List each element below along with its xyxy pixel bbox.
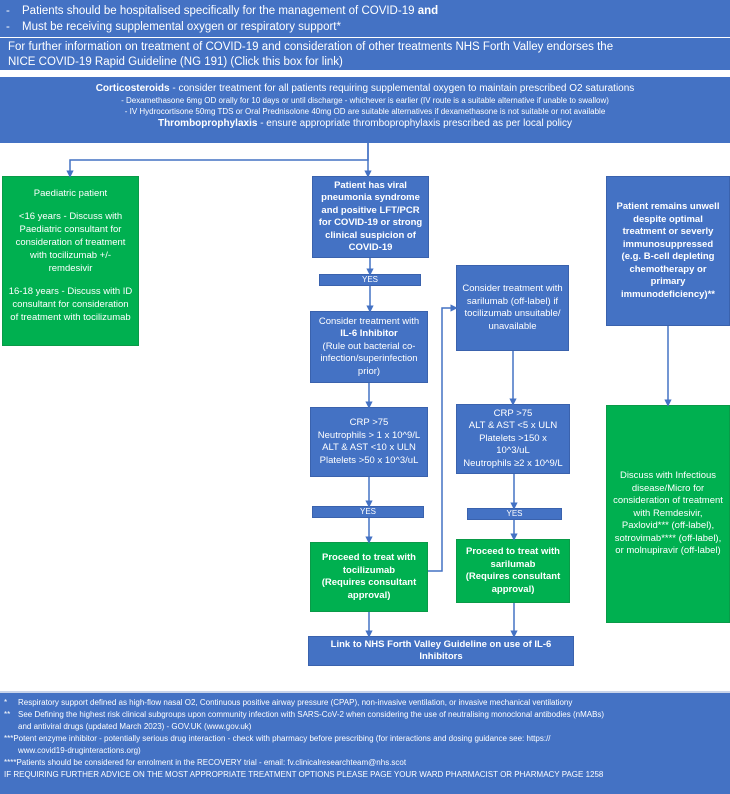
criteria-item: -Patients should be hospitalised specifi… bbox=[6, 3, 730, 19]
tocilizumab-treat-box: Proceed to treat with tocilizumab (Requi… bbox=[310, 542, 428, 612]
footnote-mark: ** bbox=[4, 710, 11, 719]
footnote-text: Patients should be considered for enrolm… bbox=[16, 758, 407, 767]
corticosteroids-heading: Corticosteroids bbox=[95, 83, 170, 94]
footnote-mark: **** bbox=[4, 758, 17, 767]
il6-guideline-link[interactable]: Link to NHS Forth Valley Guideline on us… bbox=[308, 636, 574, 666]
nice-guideline-link[interactable]: For further information on treatment of … bbox=[0, 38, 730, 70]
yes-label: YES bbox=[312, 506, 424, 518]
footnotes: * Respiratory support defined as high-fl… bbox=[0, 691, 730, 794]
footnote: ** See Defining the highest risk clinica… bbox=[4, 709, 726, 721]
bullet: - bbox=[6, 5, 10, 17]
il6-guideline-link-text: Link to NHS Forth Valley Guideline on us… bbox=[330, 638, 552, 663]
remains-unwell-text: Patient remains unwell despite optimal t… bbox=[616, 201, 720, 300]
criteria-text: Patients should be hospitalised specific… bbox=[22, 5, 415, 17]
sarilumab-criteria-box: CRP >75 ALT & AST <5 x ULN Platelets >15… bbox=[456, 404, 570, 474]
footnote: *** Potent enzyme inhibitor - potentiall… bbox=[4, 733, 726, 745]
sarilumab-line-2: (Requires consultant approval) bbox=[465, 571, 561, 595]
criterion: ALT & AST <10 x ULN bbox=[322, 442, 416, 453]
footnote-text: Potent enzyme inhibitor - potentially se… bbox=[13, 734, 551, 743]
footnote-continuation[interactable]: www.covid19-druginteractions.org) bbox=[18, 746, 141, 755]
pharmacy-advice: IF REQUIRING FURTHER ADVICE ON THE MOST … bbox=[4, 770, 604, 779]
connector-steroids-to-paeds bbox=[66, 143, 369, 178]
eligibility-criteria: -Patients should be hospitalised specifi… bbox=[0, 0, 730, 37]
sarilumab-consider-box: Consider treatment with sarilumab (off-l… bbox=[456, 265, 569, 351]
remains-unwell-box: Patient remains unwell despite optimal t… bbox=[606, 176, 730, 326]
sarilumab-consider-text: Consider treatment with sarilumab (off-l… bbox=[462, 283, 563, 332]
criterion: ALT & AST <5 x ULN bbox=[468, 420, 558, 432]
yes-label: YES bbox=[467, 508, 562, 520]
criteria-and: and bbox=[414, 5, 439, 17]
yes-text: YES bbox=[506, 508, 523, 518]
criterion: CRP >75 bbox=[349, 417, 389, 428]
criterion: Platelets >50 x 10^3/uL bbox=[319, 454, 419, 466]
connector-toci-to-sarilumab bbox=[428, 304, 458, 572]
thromboprophylaxis-heading: Thromboprophylaxis bbox=[157, 118, 258, 129]
bullet: - bbox=[6, 21, 10, 33]
nice-link-line-2: NICE COVID-19 Rapid Guideline (NG 191) (… bbox=[8, 56, 343, 68]
nice-link-line-1: For further information on treatment of … bbox=[8, 41, 614, 53]
il6-line-3: (Rule out bacterial co-infection/superin… bbox=[320, 340, 418, 377]
infectious-disease-box: Discuss with Infectious disease/Micro fo… bbox=[606, 405, 730, 623]
criterion: Neutrophils > 1 x 10^9/L bbox=[317, 429, 421, 441]
il6-line-1: Consider treatment with bbox=[318, 315, 420, 327]
criteria-item: -Must be receiving supplemental oxygen o… bbox=[6, 19, 730, 35]
footnote-text: See Defining the highest risk clinical s… bbox=[18, 710, 605, 719]
tocilizumab-criteria-box: CRP >75 Neutrophils > 1 x 10^9/L ALT & A… bbox=[310, 407, 428, 477]
corticosteroids-box: Corticosteroids - consider treatment for… bbox=[0, 77, 730, 143]
paediatric-title: Paediatric patient bbox=[33, 188, 108, 199]
yes-label: YES bbox=[319, 274, 421, 286]
footnote-mark: *** bbox=[4, 734, 14, 743]
footnote: * Respiratory support defined as high-fl… bbox=[4, 697, 726, 709]
thromboprophylaxis-text: - ensure appropriate thromboprophylaxis … bbox=[257, 118, 573, 129]
hydrocortisone-line: - IV Hydrocortisone 50mg TDS or Oral Pre… bbox=[124, 107, 606, 116]
tocilizumab-line-1: Proceed to treat with tocilizumab bbox=[322, 552, 416, 576]
corticosteroids-line: Corticosteroids - consider treatment for… bbox=[0, 82, 730, 95]
corticosteroids-text: - consider treatment for all patients re… bbox=[169, 83, 635, 94]
criterion: Neutrophils ≥2 x 10^9/L bbox=[463, 457, 563, 469]
thromboprophylaxis-line: Thromboprophylaxis - ensure appropriate … bbox=[0, 117, 730, 130]
footnote-continuation[interactable]: and antiviral drugs (updated March 2023)… bbox=[18, 722, 252, 731]
yes-text: YES bbox=[359, 506, 376, 516]
criterion: CRP >75 bbox=[493, 407, 533, 419]
il6-line-2: IL-6 Inhibitor bbox=[340, 328, 398, 340]
footnote: **** Patients should be considered for e… bbox=[4, 757, 726, 769]
paediatric-16-18: 16-18 years - Discuss with ID consultant… bbox=[8, 286, 133, 323]
viral-pneumonia-text: Patient has viral pneumonia syndrome and… bbox=[318, 179, 423, 254]
infectious-disease-text: Discuss with Infectious disease/Micro fo… bbox=[613, 470, 723, 557]
footnote-text: Respiratory support defined as high-flow… bbox=[18, 698, 573, 707]
criterion: Platelets >150 x 10^3/uL bbox=[479, 432, 547, 457]
criteria-text: Must be receiving supplemental oxygen or… bbox=[22, 21, 341, 33]
paediatric-box: Paediatric patient <16 years - Discuss w… bbox=[2, 176, 139, 346]
il6-inhibitor-box: Consider treatment with IL-6 Inhibitor (… bbox=[310, 311, 428, 383]
sarilumab-line-1: Proceed to treat with sarilumab bbox=[466, 546, 560, 570]
footnote-mark: * bbox=[4, 698, 8, 707]
yes-text: YES bbox=[361, 274, 378, 284]
dexamethasone-line: - Dexamethasone 6mg OD orally for 10 day… bbox=[121, 96, 609, 105]
tocilizumab-line-2: (Requires consultant approval) bbox=[321, 577, 417, 601]
sarilumab-treat-box: Proceed to treat with sarilumab (Require… bbox=[456, 539, 570, 603]
viral-pneumonia-box: Patient has viral pneumonia syndrome and… bbox=[312, 176, 429, 258]
paediatric-under-16: <16 years - Discuss with Paediatric cons… bbox=[15, 211, 126, 274]
